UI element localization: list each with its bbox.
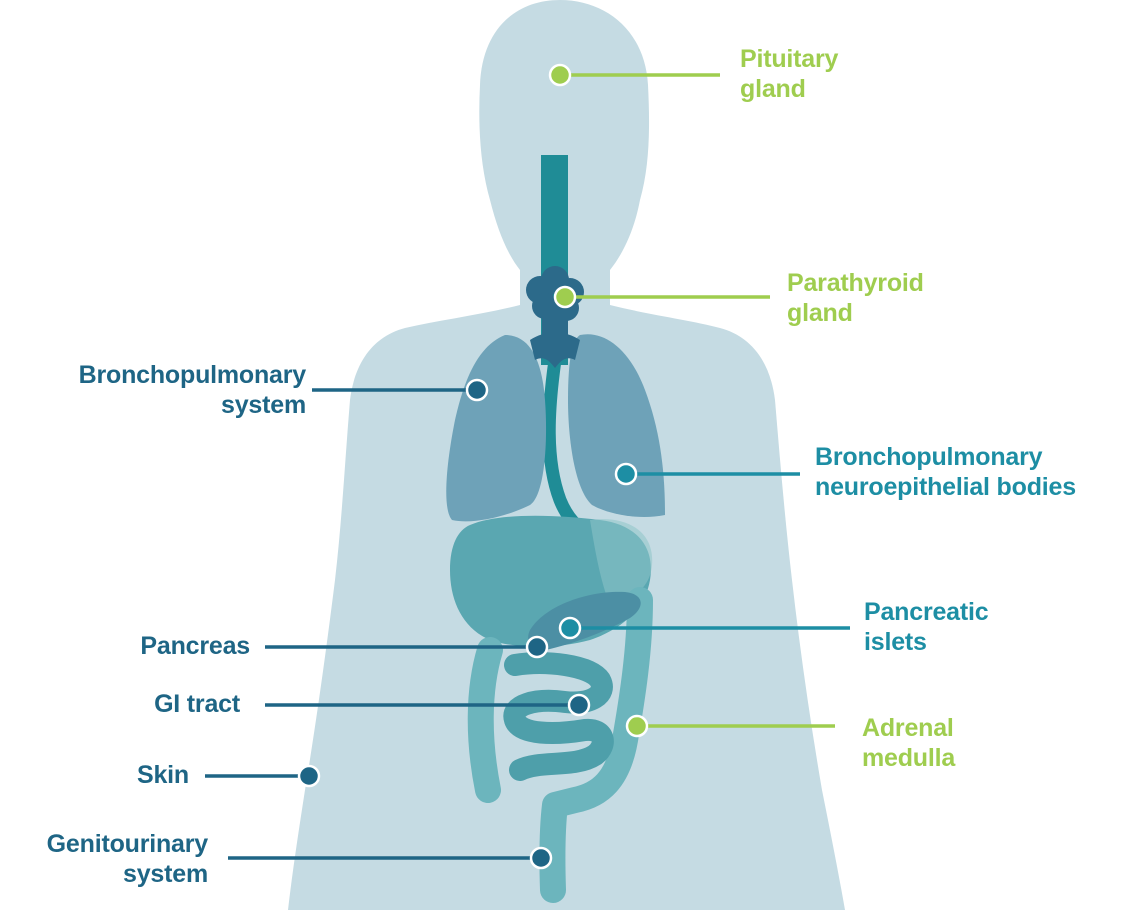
label-pancreas: Pancreas <box>140 631 250 661</box>
label-line: Genitourinary <box>47 829 208 859</box>
label-line: Pituitary <box>740 44 838 74</box>
label-line: medulla <box>862 743 955 773</box>
label-bronchopulmonary-system: Bronchopulmonary system <box>79 360 306 420</box>
label-line: gland <box>740 74 838 104</box>
label-line: islets <box>864 627 988 657</box>
label-line: gland <box>787 298 924 328</box>
label-pancreatic-islets: Pancreatic islets <box>864 597 988 657</box>
label-line: neuroepithelial bodies <box>815 472 1076 502</box>
genitourinary-dot-icon <box>531 848 551 868</box>
adrenal-dot-icon <box>627 716 647 736</box>
pancreatic-islets-dot-icon <box>560 618 580 638</box>
parathyroid-dot-icon <box>555 287 575 307</box>
label-line: Adrenal <box>862 713 955 743</box>
pancreas-dot-icon <box>527 637 547 657</box>
label-parathyroid-gland: Parathyroid gland <box>787 268 924 328</box>
neuroepithelial-dot-icon <box>616 464 636 484</box>
label-line: Parathyroid <box>787 268 924 298</box>
gi-tract-dot-icon <box>569 695 589 715</box>
label-genitourinary-system: Genitourinary system <box>47 829 208 889</box>
label-neuroepithelial-bodies: Bronchopulmonary neuroepithelial bodies <box>815 442 1076 502</box>
label-line: system <box>47 859 208 889</box>
label-line: Bronchopulmonary <box>79 360 306 390</box>
label-line: Pancreatic <box>864 597 988 627</box>
label-line: system <box>79 390 306 420</box>
skin-dot-icon <box>299 766 319 786</box>
label-pituitary-gland: Pituitary gland <box>740 44 838 104</box>
label-skin: Skin <box>137 760 189 790</box>
pituitary-dot-icon <box>550 65 570 85</box>
label-gi-tract: GI tract <box>154 689 240 719</box>
label-line: Bronchopulmonary <box>815 442 1076 472</box>
label-adrenal-medulla: Adrenal medulla <box>862 713 955 773</box>
bronchopulmonary-system-dot-icon <box>467 380 487 400</box>
